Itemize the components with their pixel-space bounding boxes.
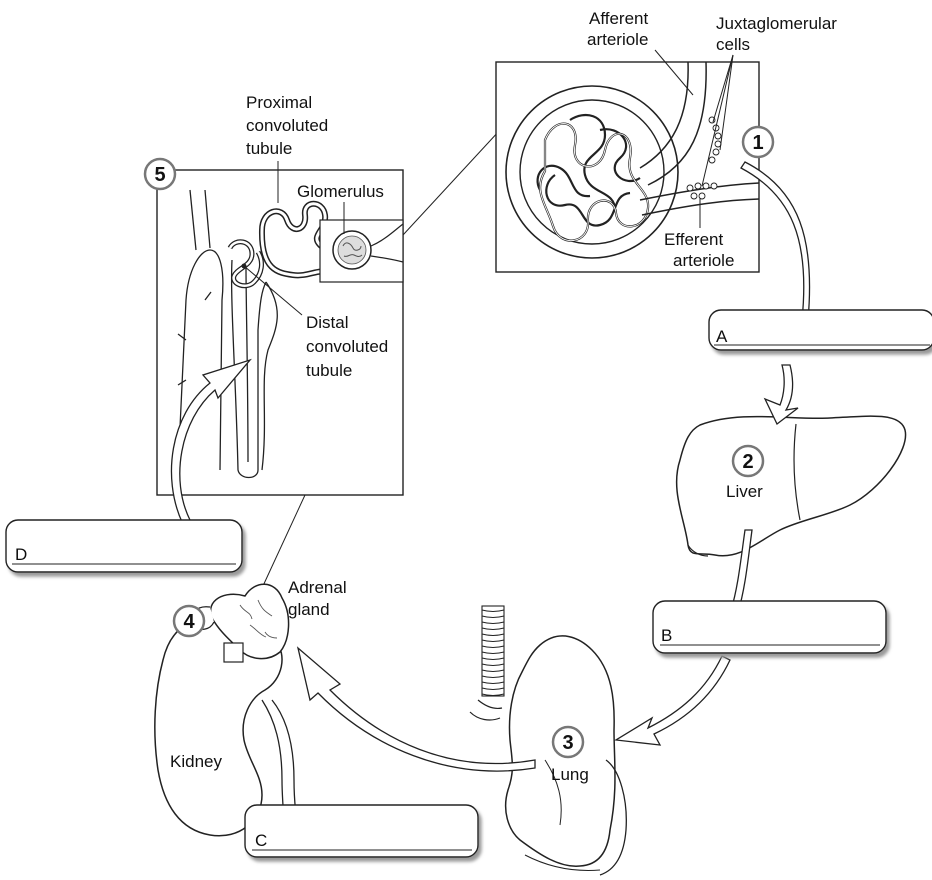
step-2-marker: 2 bbox=[733, 446, 763, 476]
answer-box-a-letter: A bbox=[716, 327, 728, 346]
proximal-label-3: tubule bbox=[246, 139, 292, 158]
svg-text:4: 4 bbox=[183, 611, 195, 633]
nephron-inset bbox=[157, 161, 403, 495]
answer-box-a[interactable]: A bbox=[709, 310, 932, 350]
step-1-marker: 1 bbox=[743, 127, 773, 157]
answer-box-b[interactable]: B bbox=[653, 601, 886, 653]
distal-label-1: Distal bbox=[306, 313, 349, 332]
answer-box-b-letter: B bbox=[661, 626, 672, 645]
kidney-label: Kidney bbox=[170, 752, 222, 771]
jg-cells-label-1: Juxtaglomerular bbox=[716, 14, 837, 33]
afferent-label-2: arteriole bbox=[587, 30, 648, 49]
efferent-label-1: Efferent bbox=[664, 230, 724, 249]
step-4-marker: 4 bbox=[174, 606, 204, 636]
adrenal-label-1: Adrenal bbox=[288, 578, 347, 597]
afferent-label-1: Afferent bbox=[589, 9, 649, 28]
liver-label: Liver bbox=[726, 482, 763, 501]
jg-cells-label-2: cells bbox=[716, 35, 750, 54]
distal-label-3: tubule bbox=[306, 361, 352, 380]
proximal-label-2: convoluted bbox=[246, 116, 328, 135]
svg-text:5: 5 bbox=[154, 164, 165, 186]
answer-box-c[interactable]: C bbox=[245, 805, 478, 857]
zoom-line-glomerulus bbox=[403, 130, 500, 235]
glomerulus-label: Glomerulus bbox=[297, 182, 384, 201]
answer-box-d-letter: D bbox=[15, 545, 27, 564]
lung-label: Lung bbox=[551, 765, 589, 784]
efferent-label-2: arteriole bbox=[673, 251, 734, 270]
step-5-marker: 5 bbox=[145, 159, 175, 189]
liver-illustration bbox=[677, 416, 906, 556]
answer-box-d[interactable]: D bbox=[6, 520, 242, 572]
svg-text:3: 3 bbox=[562, 732, 573, 754]
distal-label-2: convoluted bbox=[306, 337, 388, 356]
adrenal-label-2: gland bbox=[288, 600, 330, 619]
proximal-label-1: Proximal bbox=[246, 93, 312, 112]
svg-text:2: 2 bbox=[742, 451, 753, 473]
answer-box-c-letter: C bbox=[255, 831, 267, 850]
svg-text:1: 1 bbox=[752, 132, 763, 154]
lung-illustration bbox=[470, 606, 626, 875]
step-3-marker: 3 bbox=[553, 727, 583, 757]
